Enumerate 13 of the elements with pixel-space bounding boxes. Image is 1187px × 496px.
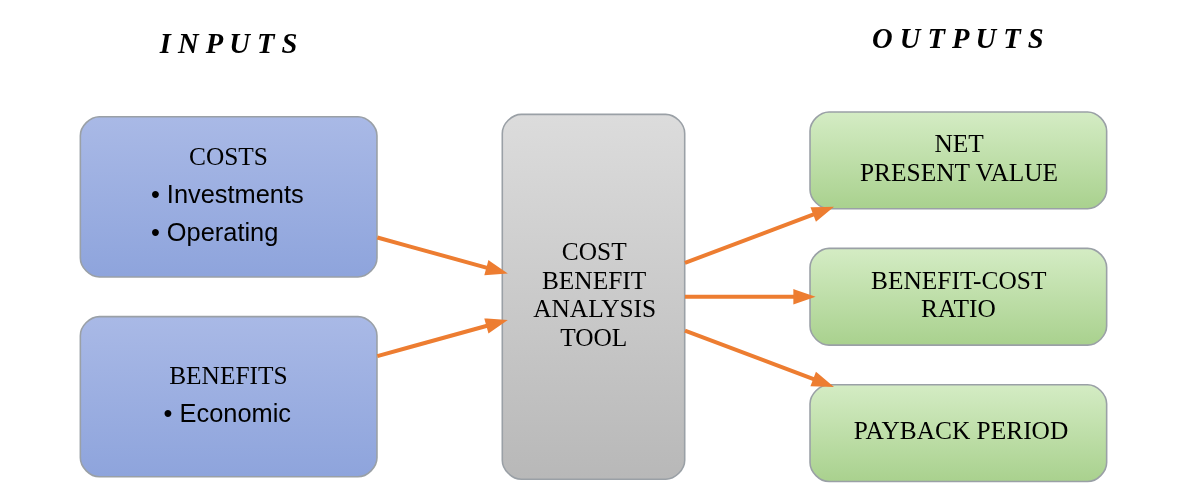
label: O U T P U T S xyxy=(871,23,1044,55)
arrow xyxy=(376,235,508,276)
arrow xyxy=(376,318,508,358)
node-box: BENEFIT-COST RATIO xyxy=(809,247,1108,346)
label: I N P U T S xyxy=(159,28,298,60)
arrow xyxy=(684,289,816,305)
node-box: COST BENEFIT ANALYSIS TOOL xyxy=(501,113,686,480)
node-box: NET PRESENT VALUE xyxy=(809,111,1108,210)
arrow xyxy=(684,328,835,387)
node-box: PAYBACK PERIOD xyxy=(809,384,1108,483)
arrow xyxy=(684,206,835,265)
node-box: BENEFITS • Economic xyxy=(79,315,378,478)
node-box: COSTS • Investments • Operating xyxy=(79,115,378,278)
